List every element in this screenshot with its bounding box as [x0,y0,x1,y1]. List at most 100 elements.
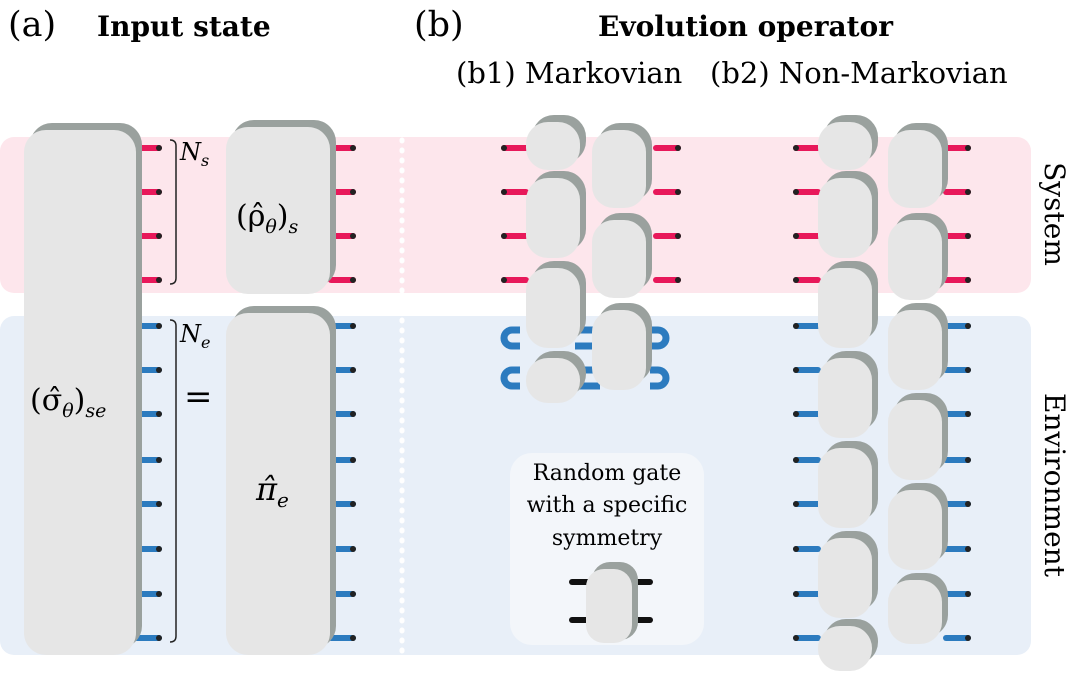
b2-gate-left-4-face [818,358,872,438]
b1-right-sys-leg-4-tip [675,277,681,283]
b2-left-leg-11-tip [793,591,799,597]
pi-leg-8-tip [350,635,356,641]
b1-gate-bottom [526,351,586,403]
b2-right-leg-7-tip [965,411,971,417]
pi-block [226,306,336,655]
sigma-env-leg-3-tip [156,411,162,417]
b1-right-sys-leg-3-tip [675,233,681,239]
b1-right-sys-leg-1-tip [675,145,681,151]
b2-gate-left-4 [818,351,878,438]
b2-right-leg-4-tip [965,277,971,283]
b2-right-leg-2-tip [965,189,971,195]
pi-leg-3-tip [350,411,356,417]
b2-right-leg-3-tip [965,233,971,239]
pi-leg-1-tip [350,323,356,329]
rho-block-face [226,127,330,294]
sigma-system-leg-3-tip [156,233,162,239]
sigma-env-leg-4-tip [156,457,162,463]
b2-gate-right-1-face [888,130,942,208]
b2-right-leg-5-tip [965,323,971,329]
b2-gate-right-4-face [888,400,942,480]
b1-gate-l1-face [526,178,580,258]
sigma-block [24,123,142,655]
panel-a-tag: (a) [8,5,56,45]
rho-leg-1-tip [350,145,356,151]
b1-env-loop-1-left [500,326,520,350]
b2-gate-left-2 [818,171,878,258]
b2-gate-right-4 [888,393,948,480]
sigma-env-leg-5-tip [156,501,162,507]
b2-right-leg-12-tip [965,635,971,641]
b2-gate-right-6-face [888,580,942,644]
b1-gate-r1-face [592,130,646,208]
b2-gate-right-2 [888,213,948,300]
rho-block [226,120,336,294]
b2-right-leg-8-tip [965,457,971,463]
sigma-env-leg-6-tip [156,546,162,552]
b1-env-loop-2-left [500,366,520,390]
b1-gate-r2-face [592,220,646,298]
b2-left-leg-2-tip [793,189,799,195]
ns-label: Ns [179,138,209,170]
b2-right-leg-9-tip [965,501,971,507]
b1-gate-r2 [592,213,652,298]
b2-gate-left-2-face [818,178,872,258]
panel-a-title: Input state [97,10,271,43]
b1-gate-r3 [592,303,652,390]
rho-leg-2-tip [350,189,356,195]
b2-gate-left-7 [818,619,878,671]
ns-brace [169,139,177,285]
b1-gate-r1 [592,123,652,208]
b2-left-leg-12-tip [793,635,799,641]
b2-gate-left-6-face [818,538,872,618]
b2-left-leg-5-tip [793,323,799,329]
b1-right-sys-leg-2-tip [675,189,681,195]
blocks-layer [24,115,948,671]
sigma-env-leg-8-tip [156,635,162,641]
pi-label: π̂e [255,470,289,512]
b1-left-sys-leg-3-tip [501,233,507,239]
pi-leg-4-tip [350,457,356,463]
ne-label: Ne [179,320,210,352]
b1-gate-r3-face [592,310,646,390]
b2-gate-right-6 [888,573,948,644]
environment-label: Environment [1038,393,1071,578]
b2-gate-right-3 [888,303,948,390]
b2-gate-left-1 [818,115,878,170]
sigma-system-leg-1-tip [156,145,162,151]
b2-gate-left-5-face [818,448,872,528]
b2-right-leg-11-tip [965,591,971,597]
sigma-label: (σ̂θ)se [30,383,106,422]
b2-gate-right-5-face [888,490,942,570]
b2-left-leg-10-tip [793,546,799,552]
b2-gate-right-2-face [888,220,942,300]
legend-gate-face [586,569,632,643]
sigma-system-leg-4-tip [156,277,162,283]
legend-line-1: Random gate [533,461,682,486]
b2-left-leg-7-tip [793,411,799,417]
legend-line-2: with a specific [527,493,688,518]
rho-label: (ρ̂θ)s [236,199,299,238]
equals-sign: = [184,377,213,417]
b2-left-leg-4-tip [793,277,799,283]
b1-gate-bottom-face [526,358,580,403]
pi-leg-7-tip [350,591,356,597]
pi-leg-5-tip [350,501,356,507]
b1-left-sys-leg-1-tip [501,145,507,151]
b2-right-leg-1-tip [965,145,971,151]
b2-left-leg-6-tip [793,367,799,373]
b2-right-leg-6-tip [965,367,971,373]
panel-b-title: Evolution operator [598,10,894,43]
b1-gate-top [526,115,586,170]
b2-gate-left-5 [818,441,878,528]
pi-leg-6-tip [350,546,356,552]
b2-gate-right-3-face [888,310,942,390]
pi-leg-2-tip [350,367,356,373]
b1-gate-l2-face [526,268,580,348]
sigma-env-leg-2-tip [156,367,162,373]
b1-env-loop-2-right [650,366,670,390]
sigma-env-leg-7-tip [156,591,162,597]
b1-left-sys-leg-2-tip [501,189,507,195]
b1-env-loop-1-right [650,326,670,350]
